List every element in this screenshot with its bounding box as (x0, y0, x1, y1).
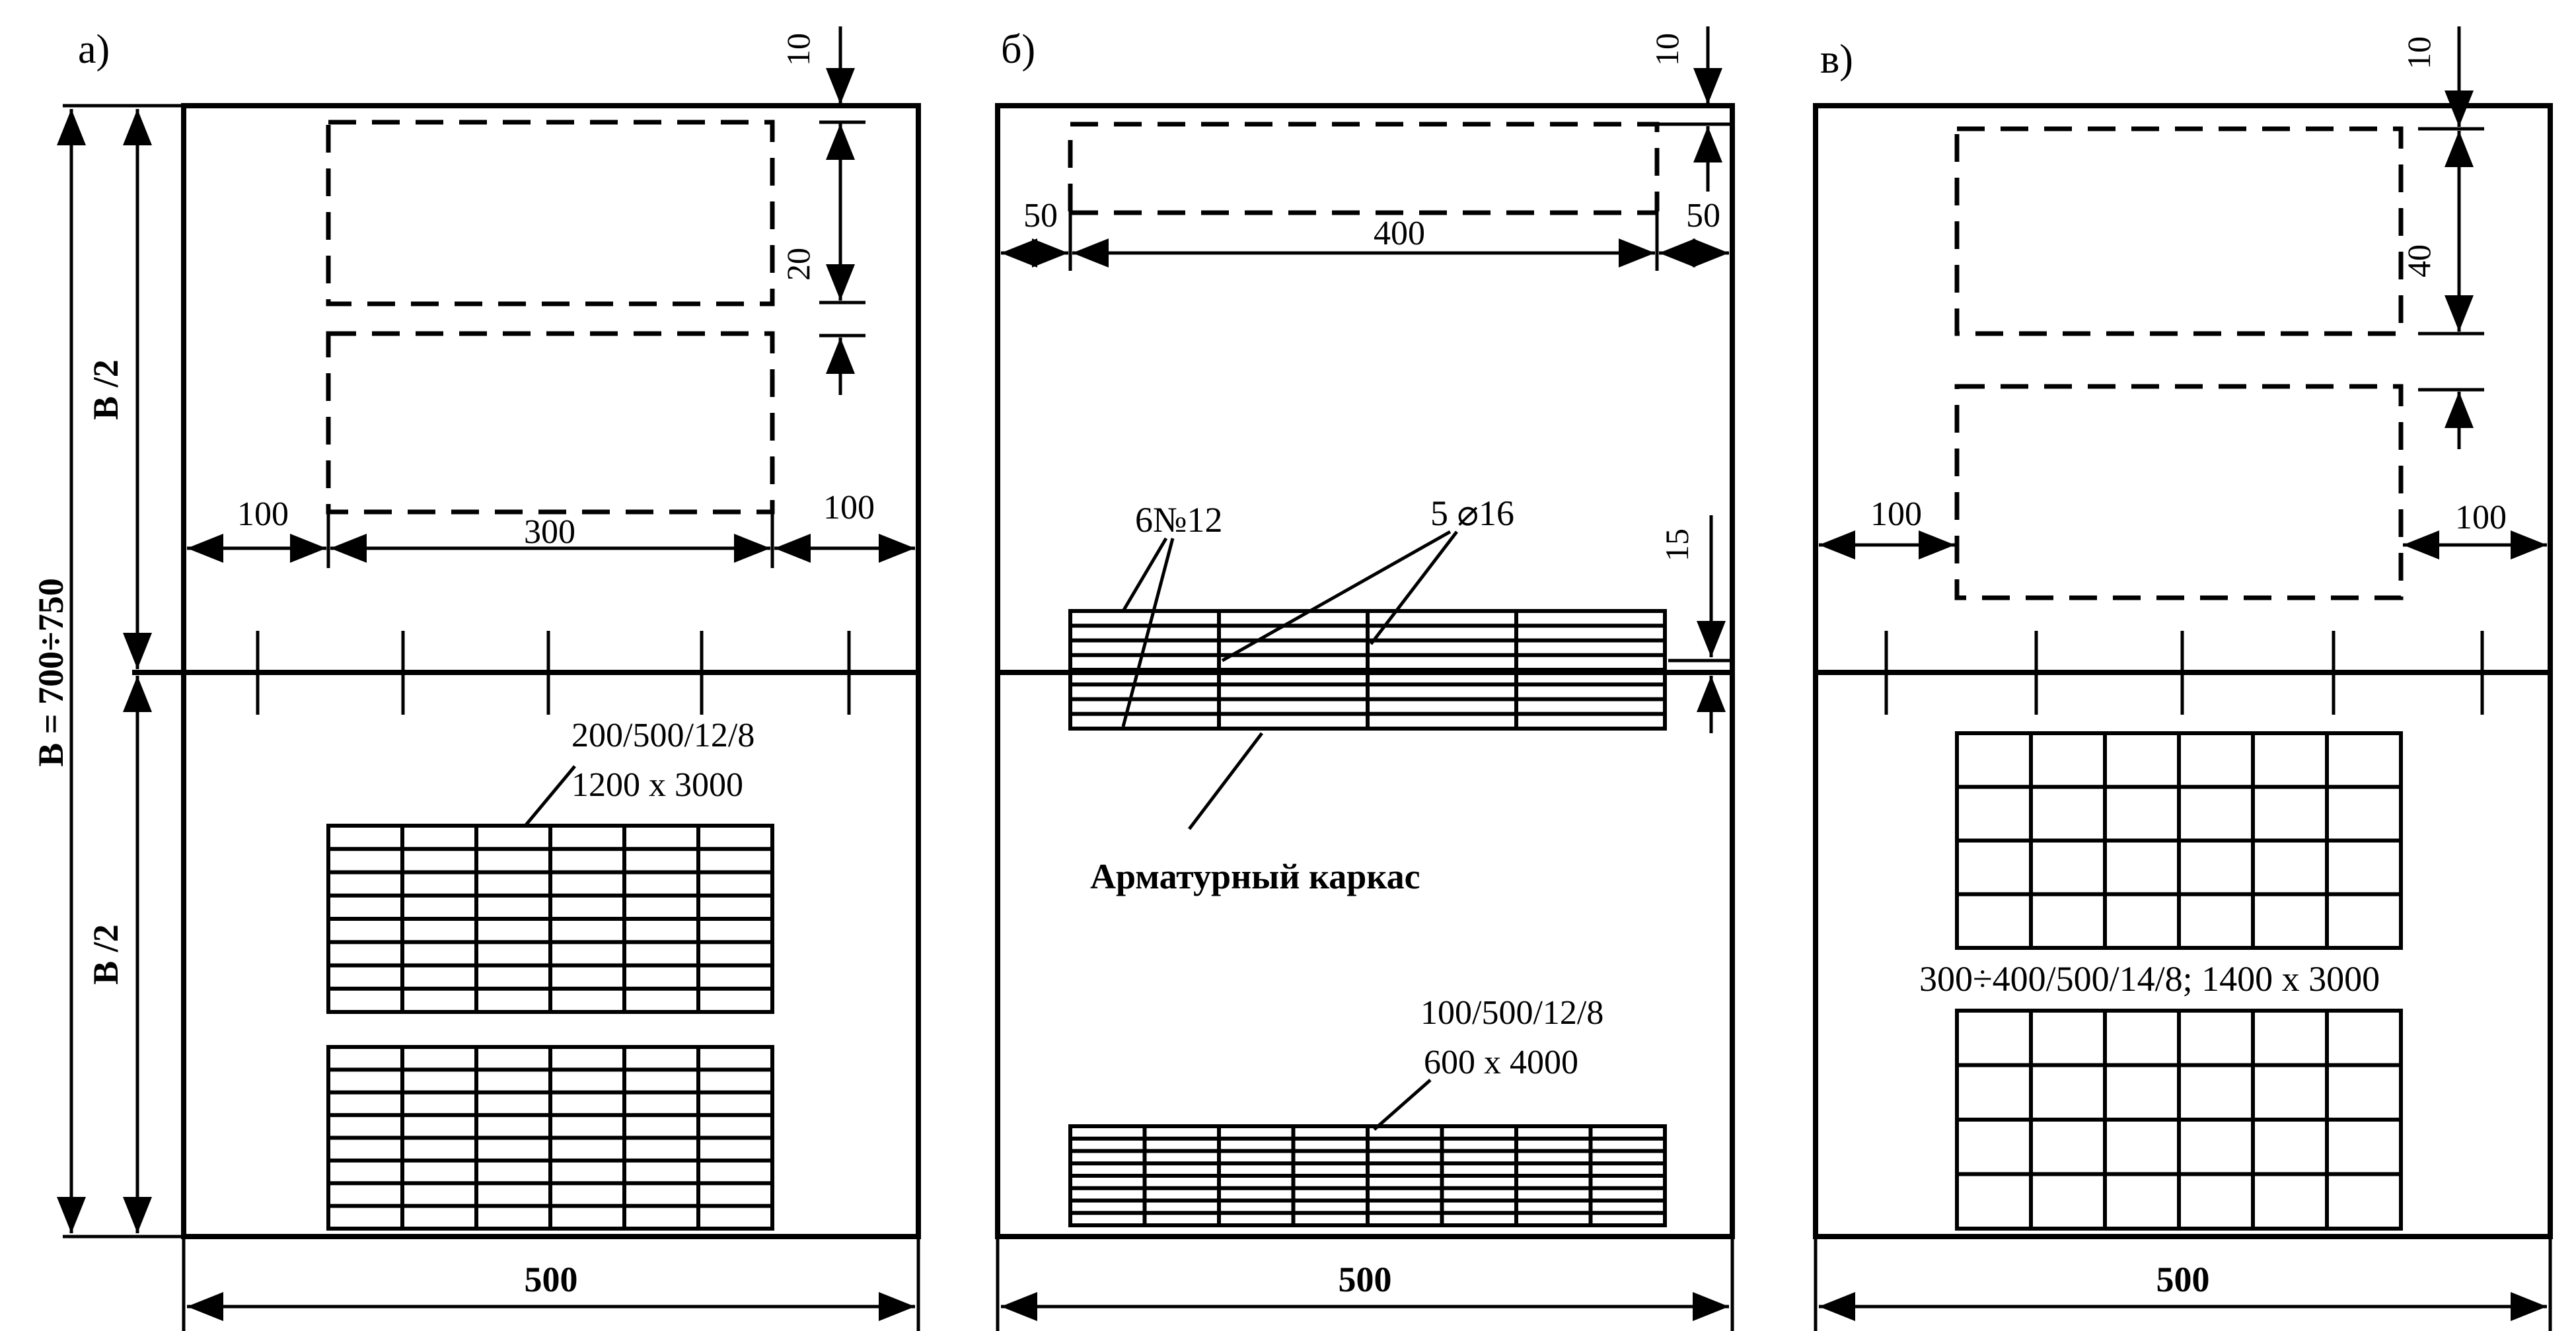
panel-a-dim-half-bottom: B /2 (86, 924, 126, 985)
panel-a-dim-total: B = 700÷750 (31, 578, 71, 766)
panel-a-mesh-spec-line1: 200/500/12/8 (571, 717, 754, 754)
panel-a-ticks (256, 631, 851, 715)
panel-b-mesh-spec-line2: 600 x 4000 (1424, 1044, 1578, 1081)
panel-b-cage-label: Арматурный каркас (1090, 857, 1420, 896)
panel-c-label: в) (1820, 37, 1853, 82)
panel-b-dim-width: 500 (1339, 1260, 1392, 1299)
panel-b-mesh (1068, 1124, 1667, 1227)
panel-b-dim-middle: 400 (1374, 215, 1425, 252)
panel-b-rebar-cage (1068, 609, 1667, 731)
panel-c-mesh-lower (1955, 1009, 2403, 1231)
panel-b-dim-rebar-gap: 15 (1658, 528, 1695, 561)
panel-a-mesh-leader (524, 765, 576, 827)
panel-b-leader (1370, 530, 1458, 645)
panel-b-dim-right: 50 (1686, 197, 1720, 234)
panel-b-dim-top-gap: 10 (1648, 33, 1685, 66)
panel-a-dim-left: 100 (237, 495, 289, 533)
panel-a: а) B = 700÷750 B /2 B /2 10 20 (31, 26, 921, 1331)
panel-a-label: а) (78, 27, 110, 72)
panel-a-mesh-upper (326, 824, 774, 1014)
panel-b-rebar-label-2: 5 ⌀16 (1430, 493, 1514, 533)
panel-b-mesh-leader (1373, 1079, 1432, 1131)
panel-c-dim-width: 500 (2156, 1260, 2210, 1299)
panel-b-mesh-spec-line1: 100/500/12/8 (1420, 994, 1603, 1032)
panel-a-dim-right: 100 (823, 489, 875, 526)
panel-c-dim-between: 40 (2400, 244, 2437, 277)
panel-c-mesh-upper (1955, 731, 2403, 950)
panel-a-mesh-spec-line2: 1200 x 3000 (571, 766, 743, 804)
panel-c-dim-right: 100 (2455, 499, 2507, 536)
panel-c-dashed-block-bottom (1954, 384, 2404, 600)
panel-b-leader (1121, 538, 1175, 727)
panel-c-dim-top-gap: 10 (2400, 36, 2437, 69)
panel-a-mesh-lower (326, 1045, 774, 1231)
panel-a-dim-half-top: B /2 (86, 359, 126, 420)
panel-b-dashed-outline (1068, 122, 1660, 211)
panel-b: б) 10 50 400 50 15 6№12 5 ⌀16 (995, 26, 1735, 1331)
panel-b-cage-leader (1188, 732, 1263, 830)
panel-c-dashed-block-top (1954, 126, 2404, 336)
panel-b-leader (1221, 530, 1452, 663)
panel-c: в) 10 40 100 100 300÷400/500/14/8; 1400 … (1813, 26, 2553, 1331)
panel-a-dim-width: 500 (525, 1260, 578, 1299)
panel-a-dim-top-gap: 10 (780, 33, 817, 66)
panel-a-dashed-block-top (326, 120, 775, 306)
panel-b-label: б) (1001, 27, 1035, 72)
panel-a-dim-middle: 300 (524, 513, 575, 551)
panel-b-dim-left: 50 (1023, 197, 1058, 234)
panel-b-leader (1121, 537, 1168, 612)
panel-c-ticks (1884, 631, 2484, 715)
panel-c-mesh-spec: 300÷400/500/14/8; 1400 x 3000 (1919, 959, 2380, 999)
panel-b-rebar-label-1: 6№12 (1135, 500, 1223, 540)
panel-a-dim-between: 20 (780, 248, 817, 281)
panel-a-dashed-block-bottom (326, 331, 775, 515)
panel-c-dim-left: 100 (1870, 495, 1922, 533)
